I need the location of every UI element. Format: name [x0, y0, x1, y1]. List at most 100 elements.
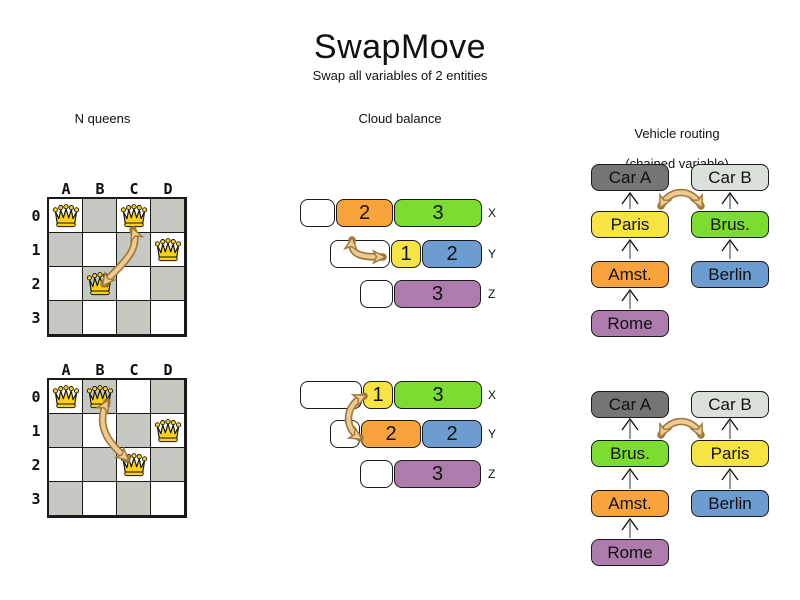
cloud-free-capacity — [300, 199, 335, 227]
city-box: Brus. — [591, 440, 669, 467]
cloud-computer-row: 3 — [360, 460, 481, 488]
board-col-label: B — [95, 361, 105, 379]
board-cell — [49, 301, 83, 335]
city-box: Rome — [591, 539, 669, 566]
board-row-label: 0 — [31, 388, 41, 406]
header-nqueens: N queens — [74, 111, 131, 126]
board-col-label: B — [95, 180, 105, 198]
board-row-label: 1 — [31, 241, 41, 259]
cloud-process-block: 1 — [363, 381, 393, 409]
board-col-label: A — [61, 361, 71, 379]
board-cell — [83, 414, 117, 448]
board-cell — [117, 267, 151, 301]
board-cell — [117, 301, 151, 335]
swap-arrow-vehicle-bottom — [657, 417, 705, 439]
board-cell — [49, 414, 83, 448]
cloud-free-capacity — [330, 240, 390, 268]
chain-arrows-bottom — [621, 417, 739, 538]
queen-icon — [86, 272, 114, 296]
cloud-process-block: 2 — [422, 420, 482, 448]
queen-icon — [86, 385, 114, 409]
board-cell — [83, 301, 117, 335]
queen-icon — [120, 204, 148, 228]
cloud-process-block: 2 — [336, 199, 393, 227]
car-box: Car A — [591, 391, 669, 418]
queen-icon — [52, 204, 80, 228]
city-box: Berlin — [691, 490, 769, 517]
board-cell — [151, 448, 185, 482]
city-box: Berlin — [691, 261, 769, 288]
computer-label: X — [488, 388, 497, 402]
city-box: Amst. — [591, 261, 669, 288]
cloud-free-capacity — [360, 460, 393, 488]
city-box: Brus. — [691, 211, 769, 238]
queen — [119, 202, 149, 230]
cloud-process-block: 3 — [394, 199, 482, 227]
computer-label: Y — [488, 427, 497, 441]
cloud-computer-row: 3 — [360, 280, 481, 308]
header-cloud-balance: Cloud balance — [358, 111, 442, 126]
board-cell — [83, 233, 117, 267]
board-col-label: D — [163, 361, 173, 379]
cloud-process-block: 1 — [391, 240, 421, 268]
car-box: Car B — [691, 391, 769, 418]
page-title: SwapMove — [313, 28, 487, 66]
cloud-process-block: 3 — [394, 460, 481, 488]
board-cell — [49, 233, 83, 267]
cloud-process-block: 2 — [361, 420, 421, 448]
board-cell — [49, 448, 83, 482]
board-cell — [151, 482, 185, 516]
queen — [119, 451, 149, 479]
queen — [85, 270, 115, 298]
queen — [153, 236, 183, 264]
queen — [85, 383, 115, 411]
board-col-label: A — [61, 180, 71, 198]
cloud-process-block: 3 — [394, 381, 482, 409]
board-col-label: C — [129, 180, 139, 198]
cloud-process-block: 2 — [422, 240, 482, 268]
board-row-label: 0 — [31, 207, 41, 225]
board-row-label: 1 — [31, 422, 41, 440]
computer-label: Z — [488, 287, 496, 301]
city-box: Paris — [691, 440, 769, 467]
board-cell — [83, 482, 117, 516]
board-col-label: C — [129, 361, 139, 379]
board-row-label: 3 — [31, 490, 41, 508]
cloud-process-block: 3 — [394, 280, 481, 308]
board-cell — [151, 267, 185, 301]
queen-icon — [52, 385, 80, 409]
computer-label: Y — [488, 247, 497, 261]
board-cell — [117, 482, 151, 516]
board-row-label: 2 — [31, 275, 41, 293]
queen — [51, 383, 81, 411]
cloud-free-capacity — [360, 280, 393, 308]
board-cell — [117, 414, 151, 448]
queen — [153, 417, 183, 445]
city-box: Paris — [591, 211, 669, 238]
queen-icon — [120, 453, 148, 477]
computer-label: Z — [488, 467, 496, 481]
swap-arrow-vehicle-top — [657, 188, 705, 210]
board-cell — [49, 482, 83, 516]
header-vehicle-line1: Vehicle routing — [634, 126, 720, 141]
queen — [51, 202, 81, 230]
board-cell — [151, 301, 185, 335]
cloud-free-capacity — [330, 420, 360, 448]
computer-label: X — [488, 206, 497, 220]
car-box: Car A — [591, 164, 669, 191]
city-box: Amst. — [591, 490, 669, 517]
cloud-free-capacity — [300, 381, 362, 409]
board-cell — [83, 448, 117, 482]
city-box: Rome — [591, 310, 669, 337]
queen-icon — [154, 238, 182, 262]
car-box: Car B — [691, 164, 769, 191]
board-cell — [117, 380, 151, 414]
board-col-label: D — [163, 180, 173, 198]
